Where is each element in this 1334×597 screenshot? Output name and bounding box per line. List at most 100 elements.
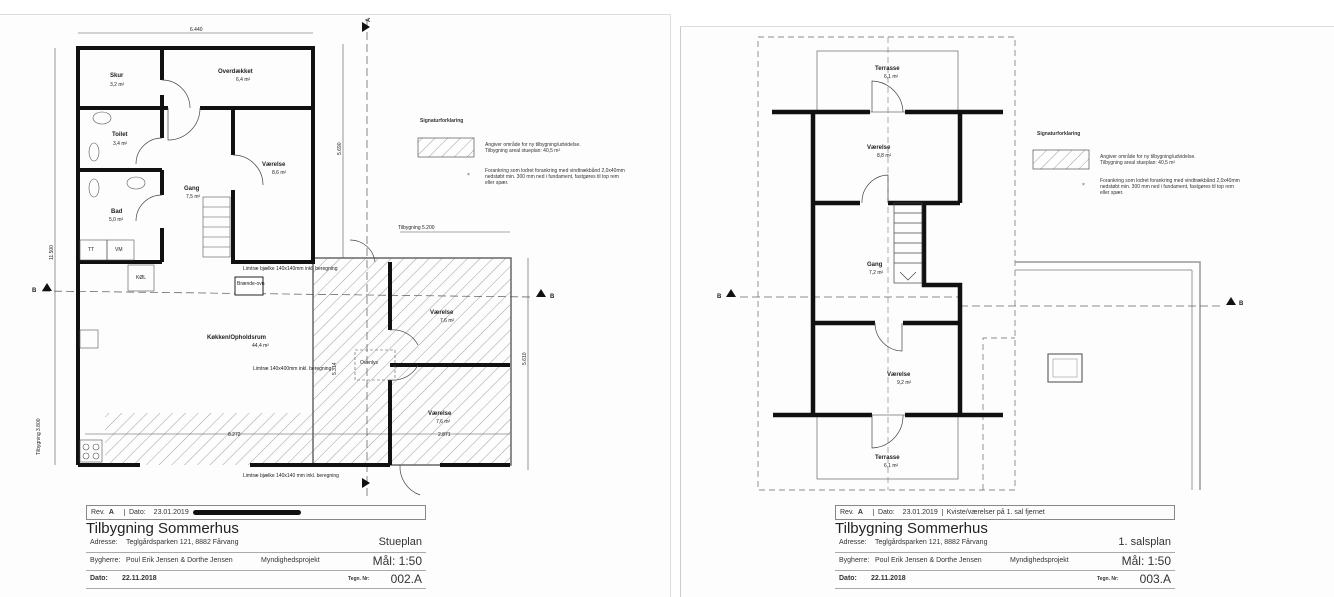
first-floor-plan: Terrasse 6,1 m² Værelse 8,8 m² Gang 7,2 … [717, 36, 1244, 491]
wood-stove [234, 276, 264, 296]
rev-label: Rev. [91, 509, 105, 516]
rev-label: Rev. [840, 509, 854, 516]
section-marker-icon [536, 289, 546, 297]
room-name: Værelse [430, 310, 454, 316]
section-marker-icon [362, 478, 370, 488]
beam-note: Limtræ 140x400mm inkl. beregning [253, 366, 332, 372]
washer-label: VM [115, 247, 123, 253]
drawing-no-label: Tegn. Nr: [348, 576, 370, 582]
legend-title: Signaturforklaring [1037, 131, 1080, 137]
section-marker-icon [362, 22, 370, 32]
room-name: Værelse [262, 162, 286, 168]
dryer-label: TT [88, 247, 94, 253]
title-block: Rev. A Dato: 23.01.2019 Tilbygning Somme… [86, 505, 426, 589]
extension-hatch [313, 258, 511, 465]
room-area: 44,4 m² [252, 343, 269, 349]
plan-name: 1. salsplan [1118, 536, 1171, 548]
room-area: 6,4 m² [236, 77, 251, 83]
room-name: Toilet [112, 132, 128, 138]
legend-text: nedstøbt min. 300 mm ned i fundament, fa… [1100, 184, 1234, 190]
dimension-label: 5.690 [337, 142, 343, 155]
client-label: Bygherre: [839, 557, 870, 564]
dimension-label: Tilbygning 3.800 [36, 418, 42, 455]
section-label: B [1239, 301, 1244, 307]
plan-name: Stueplan [378, 536, 422, 548]
anchor-symbol: × [467, 172, 470, 178]
dimension-label: 5.314 [332, 362, 338, 375]
room-area: 3,2 m² [110, 82, 125, 88]
date: 22.11.2018 [871, 575, 906, 582]
room-area: 7,6 m² [436, 419, 451, 425]
anchor-symbol: × [1082, 182, 1085, 188]
legend-text: Forankring som lodret forankring med vin… [485, 167, 625, 174]
room-area: 6,1 m² [884, 463, 899, 469]
legend-text: Angiver område for ny tilbygning/udvidel… [1100, 153, 1196, 160]
legend-text: Angiver område for ny tilbygning/udvidel… [485, 141, 581, 148]
dimension-label: 8.272 [228, 432, 241, 438]
room-area: 9,2 m² [897, 380, 912, 386]
section-label: A [366, 17, 372, 22]
room-area: 8,8 m² [877, 153, 892, 159]
fridge-label: KØL [136, 275, 146, 281]
client: Poul Erik Jensen & Dorthe Jensen [875, 557, 982, 564]
drawing-no: 002.A [390, 572, 422, 586]
room-name: Terrasse [875, 66, 900, 72]
legend-hatch-swatch [417, 137, 475, 158]
room-area: 3,4 m² [113, 141, 128, 147]
dimension-label: 6.440 [190, 27, 203, 33]
room-name: Værelse [887, 372, 911, 378]
dimension-label: Tilbygning 5.200 [398, 225, 435, 231]
beam-note: Limtræ bjælke 140x140mm inkl. beregning [243, 266, 338, 272]
date-label: Dato: [90, 575, 108, 582]
section-label: B [32, 288, 37, 294]
ground-floor-plan: Skur 3,2 m² Overdækket 6,4 m² Toilet 3,4… [32, 17, 625, 500]
room-area: 8,6 m² [272, 170, 287, 176]
section-label: B [550, 294, 555, 300]
client: Poul Erik Jensen & Dorthe Jensen [126, 557, 233, 564]
legend-text: eller spær. [1100, 190, 1123, 196]
rev-note: Kviste/værelser på 1. sal fjernet [941, 509, 1049, 516]
rev-date-label: Dato: [872, 509, 899, 516]
address-label: Adresse: [90, 539, 118, 546]
rev-date: 23.01.2019 [902, 509, 938, 516]
address-label: Adresse: [839, 539, 867, 546]
title-block: Rev. A Dato: 23.01.2019 Kviste/værelser … [835, 505, 1175, 589]
first-floor-sheet [680, 26, 1334, 597]
room-name: Værelse [867, 145, 891, 151]
room-name: Gang [867, 262, 883, 268]
scale: Mål: 1:50 [1121, 554, 1171, 568]
address: Teglgårdsparken 121, 8882 Fårvang [126, 539, 239, 546]
date: 22.11.2018 [122, 575, 157, 582]
drawing-no: 003.A [1139, 572, 1171, 586]
section-marker-icon [42, 283, 52, 291]
rev-value: A [857, 509, 863, 516]
project-type: Myndighedsprojekt [1010, 557, 1069, 564]
room-name: Terrasse [875, 455, 900, 461]
room-area: 7,5 m² [186, 194, 201, 200]
drawing-no-label: Tegn. Nr: [1097, 576, 1119, 582]
legend-text: Tilbygning areal stueplan: 40,5 m² [1100, 160, 1175, 166]
rev-date-label: Dato: [123, 509, 150, 516]
room-name: Værelse [428, 411, 452, 417]
room-area: 7,2 m² [869, 270, 884, 276]
room-area: 7,6 m² [440, 318, 455, 324]
extension-hatch [105, 413, 313, 465]
room-name: Overdækket [218, 69, 253, 75]
room-area: 5,0 m² [109, 217, 124, 223]
room-area: 6,1 m² [884, 74, 899, 80]
legend-text: eller spær. [485, 180, 508, 186]
rev-date: 23.01.2019 [153, 509, 189, 516]
beam-note: Limtræ bjælke 140x140 mm inkl. beregning [243, 473, 339, 479]
legend-text: Forankring som lodret forankring med vin… [1100, 177, 1240, 184]
drawing-title: Tilbygning Sommerhus [86, 520, 239, 537]
legend-text: Tilbygning areal stueplan: 40,5 m² [485, 148, 560, 154]
room-name: Køkken/Opholdsrum [207, 335, 266, 341]
dimension-label: 2.871 [438, 432, 451, 438]
redacted-mark [192, 510, 301, 515]
scale: Mål: 1:50 [372, 554, 422, 568]
date-label: Dato: [839, 575, 857, 582]
project-type: Myndighedsprojekt [261, 557, 320, 564]
section-marker-icon [726, 289, 736, 297]
dimension-label: 11.500 [49, 245, 55, 260]
